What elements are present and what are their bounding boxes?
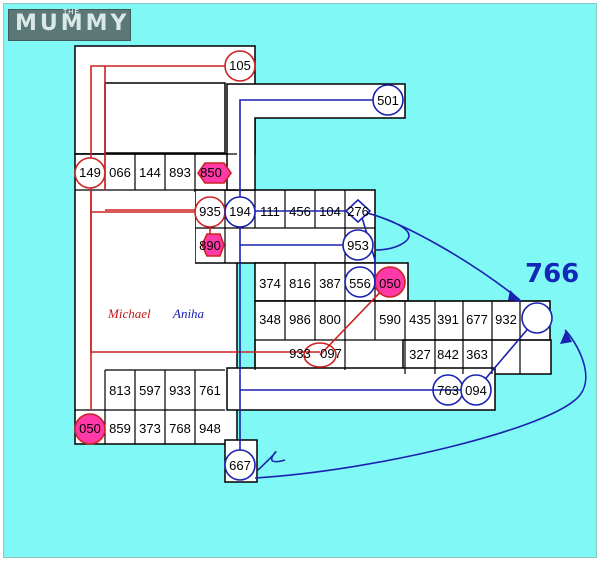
logo-small-text: THE bbox=[63, 9, 80, 16]
cell-number: 859 bbox=[109, 421, 131, 436]
cell-number: 842 bbox=[437, 347, 459, 362]
cell-number: 763 bbox=[437, 383, 459, 398]
cell-number: 501 bbox=[377, 93, 399, 108]
cell-number: 111 bbox=[260, 204, 280, 219]
maze-corridors bbox=[95, 82, 406, 352]
mummy-logo: MUMMY THE bbox=[8, 9, 131, 41]
cell-number: 066 bbox=[109, 165, 131, 180]
arrowheads bbox=[508, 290, 572, 344]
cell-number: 667 bbox=[229, 458, 251, 473]
grid-lines bbox=[75, 153, 550, 444]
cell-number: 387 bbox=[319, 276, 341, 291]
cell-number: 893 bbox=[169, 165, 191, 180]
cell-number: 813 bbox=[109, 383, 131, 398]
cell-number: 986 bbox=[289, 312, 311, 327]
cell-number: 677 bbox=[466, 312, 488, 327]
cell-number: 374 bbox=[259, 276, 281, 291]
cell-number: 194 bbox=[229, 204, 251, 219]
cell-number: 097 bbox=[320, 346, 342, 361]
cell-number: 105 bbox=[229, 58, 251, 73]
cell-number: 456 bbox=[289, 204, 311, 219]
cell-number: 768 bbox=[169, 421, 191, 436]
cell-number: 850 bbox=[200, 165, 222, 180]
cell-number: 435 bbox=[409, 312, 431, 327]
cell-number: 816 bbox=[289, 276, 311, 291]
cell-number: 348 bbox=[259, 312, 281, 327]
cell-number: 597 bbox=[139, 383, 161, 398]
cell-number: 590 bbox=[379, 312, 401, 327]
cell-number: 935 bbox=[199, 204, 221, 219]
cell-labels: 105 501 149 066 144 893 850 935 194 111 456 104 276 8… bbox=[79, 58, 517, 473]
target-number: 766 bbox=[525, 259, 579, 289]
cell-number: 933 bbox=[289, 346, 311, 361]
cell-number: 761 bbox=[199, 383, 221, 398]
cell-number: 104 bbox=[319, 204, 341, 219]
cell-number: 327 bbox=[409, 347, 431, 362]
cell-number: 933 bbox=[169, 383, 191, 398]
logo-text: MUMMY bbox=[15, 11, 130, 36]
cell-number: 556 bbox=[349, 276, 371, 291]
cell-number: 932 bbox=[495, 312, 517, 327]
signature-last: Aniha bbox=[172, 306, 205, 321]
cell-number: 363 bbox=[466, 347, 488, 362]
node-markers bbox=[74, 50, 553, 481]
cell-number: 948 bbox=[199, 421, 221, 436]
cell-number: 094 bbox=[465, 383, 487, 398]
cell-number: 050 bbox=[379, 276, 401, 291]
cell-number: 890 bbox=[199, 238, 221, 253]
cell-number: 800 bbox=[319, 312, 341, 327]
cell-number: 373 bbox=[139, 421, 161, 436]
cell-number: 276 bbox=[347, 204, 369, 219]
cell-number: 149 bbox=[79, 165, 101, 180]
cell-number: 144 bbox=[139, 165, 161, 180]
cell-number: 050 bbox=[79, 421, 101, 436]
cell-number: 953 bbox=[347, 238, 369, 253]
signature-first: Michael bbox=[107, 306, 151, 321]
cell-number: 391 bbox=[437, 312, 459, 327]
red-path bbox=[90, 65, 391, 410]
